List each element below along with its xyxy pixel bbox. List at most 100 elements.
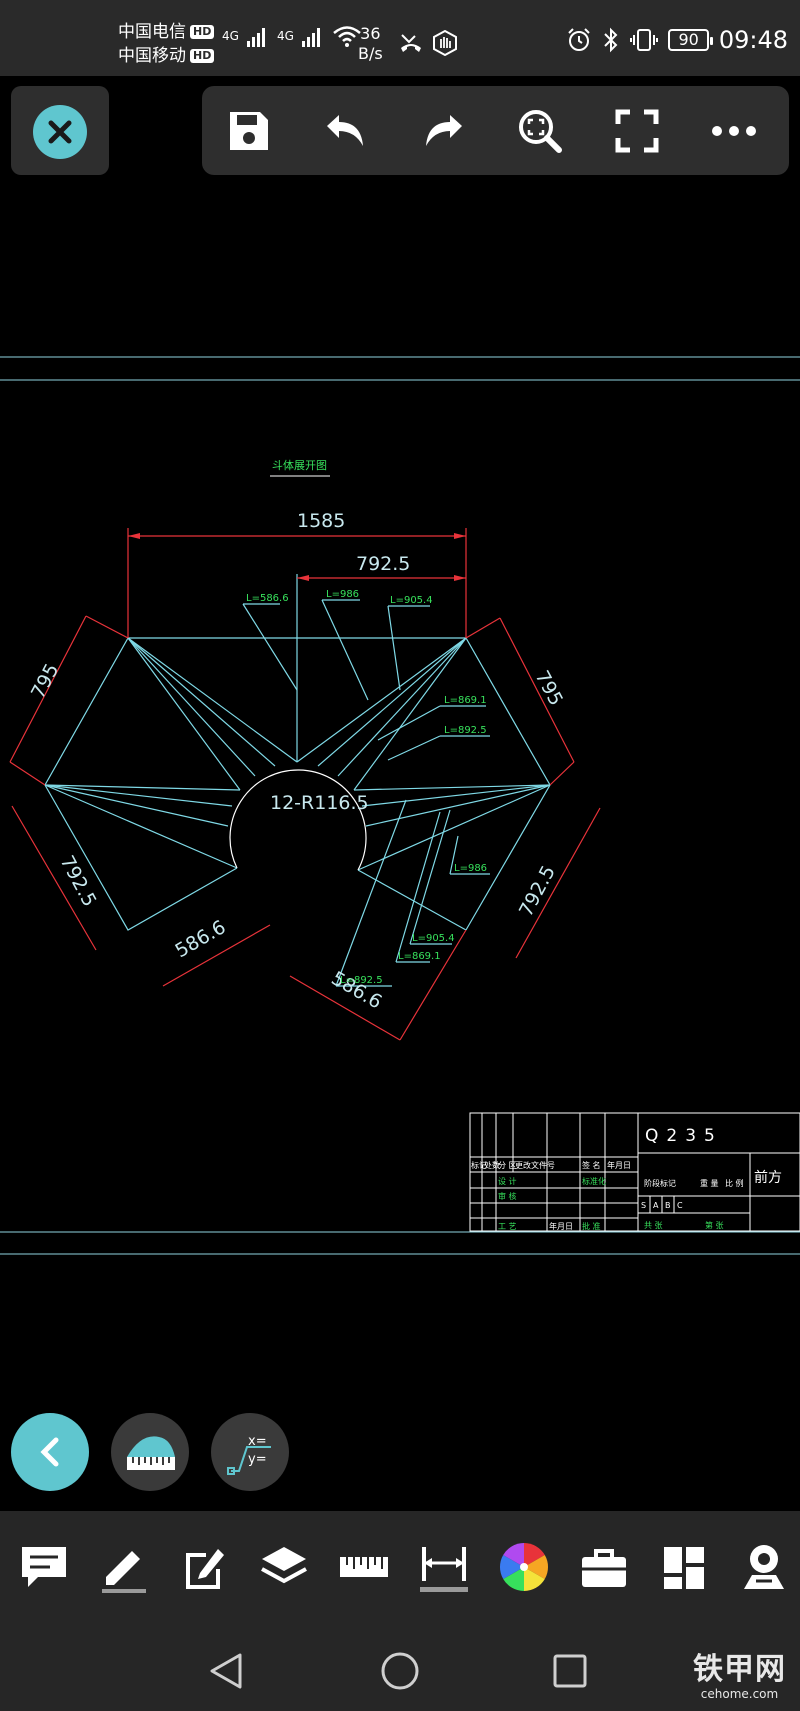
cad-drawing-canvas[interactable]: 斗体展开图 158	[0, 175, 800, 1510]
color-button[interactable]	[498, 1541, 550, 1593]
tb-col: 处数	[484, 1160, 500, 1170]
length-label: L=986	[326, 589, 359, 600]
pencil-icon	[102, 1551, 146, 1593]
coordinates-icon: x= y=	[227, 1434, 271, 1475]
close-panel	[11, 86, 109, 175]
carrier-2: 中国移动	[118, 46, 186, 66]
length-label: L=586.6	[246, 593, 289, 604]
save-icon	[230, 112, 268, 150]
dimension-button[interactable]	[418, 1541, 470, 1593]
nav-home-button[interactable]	[376, 1647, 424, 1695]
tb-process: 工 艺	[498, 1222, 517, 1231]
tb-col: 分 区	[498, 1161, 517, 1170]
wifi-icon	[333, 26, 361, 47]
carrier-1: 中国电信	[118, 22, 186, 42]
layers-icon	[261, 1547, 307, 1584]
radius-arc	[229, 769, 367, 871]
fullscreen-button[interactable]	[610, 104, 664, 158]
tb-col: 标记	[471, 1160, 487, 1170]
top-toolbar	[202, 86, 789, 175]
missed-call-icon	[401, 34, 421, 52]
back-chevron-icon	[40, 1437, 59, 1467]
viewer-3d-icon	[744, 1545, 784, 1589]
bluetooth-icon	[604, 27, 618, 53]
dim-total-width: 1585	[297, 510, 345, 532]
nav-recent-icon	[553, 1654, 587, 1688]
undo-icon	[327, 115, 363, 146]
signal-group: 4G 4G	[222, 24, 362, 48]
net-speed: 36 B/s	[358, 24, 383, 64]
tb-col: 更改文件号	[515, 1160, 555, 1170]
nav-recent-button[interactable]	[546, 1647, 594, 1695]
color-wheel-icon	[499, 1543, 549, 1591]
dim-lower-left: 792.5	[56, 852, 101, 910]
drawing-title: 斗体展开图	[272, 458, 327, 472]
nav-home-icon	[381, 1652, 419, 1690]
battery-icon: 90	[668, 29, 714, 51]
signal-icon	[301, 28, 320, 47]
comment-button[interactable]	[18, 1541, 70, 1593]
back-button[interactable]	[11, 1413, 89, 1491]
net-label-2: 4G	[276, 29, 294, 43]
tb-stage: C	[677, 1201, 683, 1210]
tb-stage-mark: 阶段标记	[644, 1178, 676, 1188]
nav-back-icon	[210, 1653, 242, 1689]
measure-area-icon	[127, 1436, 175, 1470]
pencil-button[interactable]	[98, 1541, 150, 1593]
system-nav-bar: 铁甲网 cehome.com	[0, 1631, 800, 1711]
title-block	[469, 1112, 800, 1232]
tb-approve: 批 准	[582, 1221, 601, 1231]
blocks-button[interactable]	[658, 1541, 710, 1593]
save-button[interactable]	[222, 104, 276, 158]
viewer-3d-button[interactable]	[738, 1541, 790, 1593]
close-button[interactable]	[33, 105, 87, 159]
edit-button[interactable]	[178, 1541, 230, 1593]
toolbox-button[interactable]	[578, 1541, 630, 1593]
coordinates-button[interactable]: x= y=	[211, 1413, 289, 1491]
coord-y-label: y=	[248, 1452, 267, 1467]
dim-bottom-left: 586.6	[172, 916, 230, 962]
speed-value: 36	[360, 24, 381, 43]
coord-x-label: x=	[248, 1434, 267, 1449]
hand-icon	[433, 30, 457, 56]
bottom-toolbar	[0, 1511, 800, 1631]
redo-button[interactable]	[416, 104, 470, 158]
toolbox-icon	[582, 1549, 626, 1587]
comment-icon	[22, 1547, 66, 1587]
alarm-icon	[568, 28, 591, 51]
tb-col: 签 名	[582, 1160, 601, 1170]
layers-button[interactable]	[258, 1541, 310, 1593]
speed-unit: B/s	[358, 44, 383, 63]
nav-back-button[interactable]	[204, 1647, 252, 1695]
dim-radius: 12-R116.5	[270, 792, 369, 814]
carrier-info: 中国电信 HD 中国移动 HD	[118, 20, 215, 68]
watermark-cn: 铁甲网	[693, 1652, 786, 1687]
length-label: L=869.1	[444, 695, 487, 706]
flat-pattern-outline	[44, 574, 551, 987]
hd-badge: HD	[190, 25, 215, 39]
ruler-button[interactable]	[338, 1541, 390, 1593]
more-icon	[712, 126, 756, 136]
undo-button[interactable]	[319, 104, 373, 158]
tb-weight: 重 量	[700, 1178, 719, 1188]
tb-design: 设 计	[498, 1176, 517, 1186]
measure-button[interactable]	[111, 1413, 189, 1491]
tb-col: 年月日	[607, 1160, 631, 1170]
zoom-extents-button[interactable]	[513, 104, 567, 158]
tb-stage: B	[665, 1201, 671, 1210]
length-label: L=905.4	[412, 933, 455, 944]
watermark-en: cehome.com	[700, 1687, 779, 1701]
tb-stage: A	[653, 1201, 659, 1210]
length-label: L=986	[454, 863, 487, 874]
tb-sheets-total: 共 张	[644, 1221, 663, 1230]
tb-standardize: 标准化	[582, 1176, 606, 1186]
dimension-lines	[9, 528, 601, 1041]
blocks-icon	[664, 1547, 704, 1589]
tb-ratio: 比 例	[725, 1178, 744, 1188]
hd-badge: HD	[190, 49, 215, 63]
watermark: 铁甲网 cehome.com	[693, 1652, 786, 1702]
length-label: L=869.1	[398, 951, 441, 962]
vibrate-icon	[630, 29, 659, 51]
more-button[interactable]	[707, 104, 761, 158]
dim-side-left: 795	[27, 660, 63, 702]
